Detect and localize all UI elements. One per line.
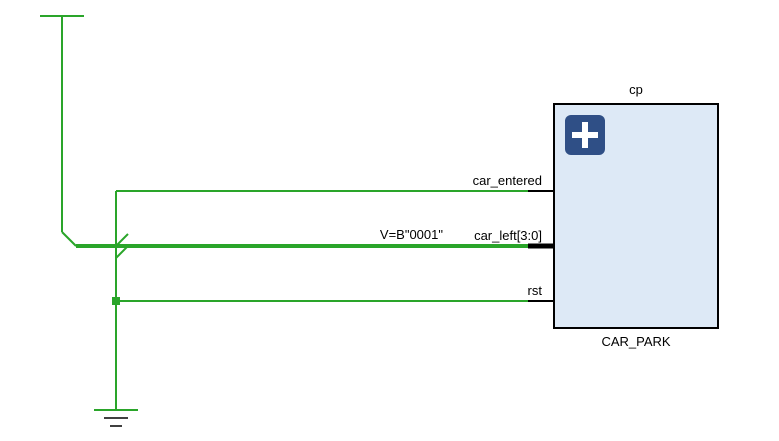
vcc-icon[interactable] (40, 15, 84, 247)
expand-cell-button[interactable] (565, 115, 605, 155)
net-junction-dot (112, 297, 120, 305)
port-label-rst: rst (528, 283, 543, 298)
cell-instance-name: cp (629, 82, 643, 97)
port-label-car-entered: car_entered (473, 173, 542, 188)
vcc-net-bend[interactable] (61, 231, 77, 247)
bus-tap-right (115, 245, 129, 259)
port-label-car-left: car_left[3:0] (474, 228, 542, 243)
constant-value-label: V=B"0001" (380, 227, 443, 242)
ground-net[interactable] (112, 190, 528, 410)
car-left-bus-net[interactable]: V=B"0001" (76, 227, 528, 259)
bus-tap-left (115, 233, 129, 247)
cell-module-name: CAR_PARK (601, 334, 670, 349)
plus-icon (572, 122, 598, 148)
ground-icon[interactable] (94, 409, 138, 427)
